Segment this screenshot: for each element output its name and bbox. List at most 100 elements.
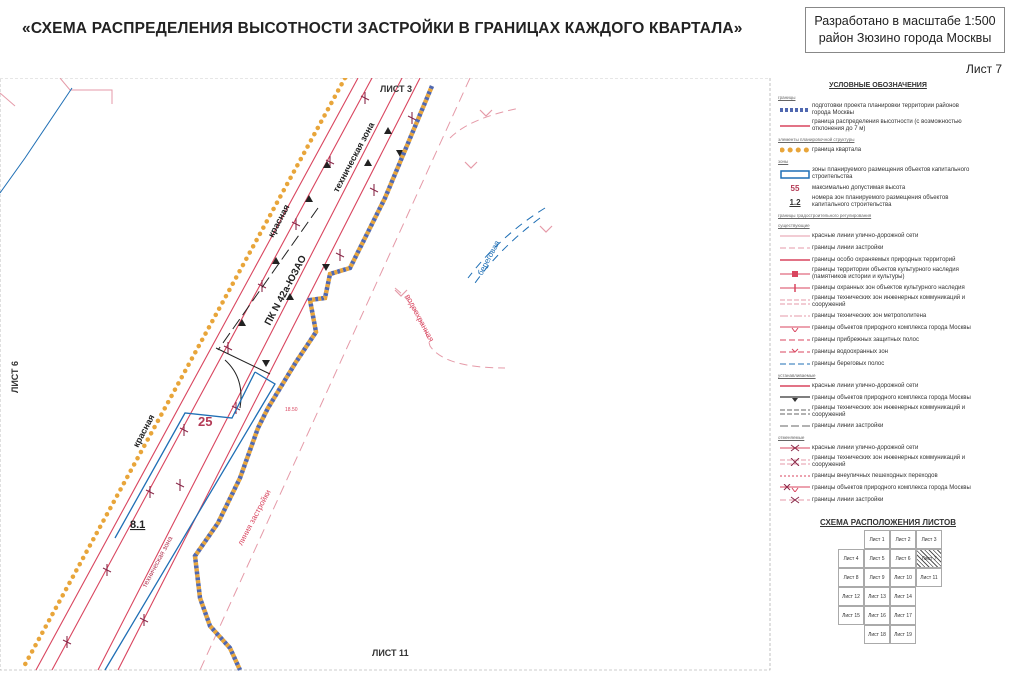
sheet-layout-cell[interactable]: Лист 6 [890,549,916,568]
legend-item: границы водоохранных зон [778,347,978,357]
adjacent-bottom-label: ЛИСТ 11 [372,648,409,658]
legend-item: границы прибрежных защитных полос [780,336,920,343]
map-label-krasnaya-1: красная [131,413,157,449]
map-label-pk: ПК N 42а-ЮЗАО [263,254,309,328]
sheet-layout-cell [838,530,864,549]
red-line-2 [51,78,373,671]
sheet-layout-cell[interactable]: Лист 10 [890,568,916,587]
red-line-3 [97,78,403,671]
water-zone-curve [394,287,506,369]
legend-item: границы технических зон инженерных комму… [780,405,966,418]
legend-item: границы линии застройки [780,244,884,251]
existing-red-line-corner [59,78,113,104]
legend-item: границы технических зон инженерных комму… [778,455,978,469]
legend-item: границы объектов природного комплекса го… [778,393,978,403]
existing-red-line-corner-2 [0,92,16,107]
legend-item: 1.2 номера зон планируемого размещения о… [789,195,949,208]
sheet-layout-cell [916,587,942,606]
legend-section-granitsy: границы [778,95,796,100]
project-boundary [192,85,435,671]
legend-section-kvartal: элементы планировочной структуры [778,137,855,142]
map-label-small-dim: 18.50 [285,407,298,413]
cancel-markers [62,92,417,648]
legend-item: красные линии улично-дорожной сети [780,232,919,239]
adjacent-left-label: ЛИСТ 6 [10,361,20,393]
legend-item: границы линии застройки [778,495,978,505]
legend: УСЛОВНЫЕ ОБОЗНАЧЕНИЯ границы подготовки … [778,82,978,507]
map-label-tech-zone-1: техническая зона [331,120,377,194]
legend-section-sushch: существующие [778,223,810,228]
sheet-layout-cell[interactable]: Лист 14 [890,587,916,606]
project-boundary-orange [192,85,435,671]
legend-item: границы территории объектов культурного … [778,267,978,281]
sheet-layout-cell[interactable]: Лист 2 [890,530,916,549]
tech-zone-triangles [238,127,404,367]
sheet-layout-cell [916,606,942,625]
legend-item: красные линии улично-дорожной сети [778,443,978,453]
quarter-boundary-line [19,78,348,673]
sheet-layout-cell[interactable]: Лист 18 [864,625,890,644]
legend-item: граница распределения высотности (с возм… [780,119,962,132]
sheet-layout-cell[interactable]: Лист 16 [864,606,890,625]
legend-item: границы внеуличных пешеходных переходов [780,472,938,479]
scale-note-line2: район Зюзино города Москвы [818,31,992,45]
sheet-layout-cell[interactable]: Лист 5 [864,549,890,568]
tech-zone-arc [224,359,242,409]
legend-section-ustan: устанавливаемые [778,373,816,378]
sheet-layout-cell[interactable]: Лист 17 [890,606,916,625]
sheet-layout-cell[interactable]: Лист 8 [838,568,864,587]
sheet-layout-cell [916,625,942,644]
zone-boundary [104,371,276,671]
sheet-layout-cell[interactable]: Лист 9 [864,568,890,587]
map-label-liniya: линия застройки [236,488,273,547]
legend-item: границы особо охраняемых природных терри… [780,256,956,263]
legend-title: УСЛОВНЫЕ ОБОЗНАЧЕНИЯ [829,82,927,89]
legend-item: границы береговых полос [780,360,885,367]
legend-item: границы технических зон инженерных комму… [780,295,966,308]
sheet-label: Лист 7 [966,62,1003,76]
sheet-layout-cell [838,625,864,644]
map-frame [0,78,771,671]
sheet-layout-cell[interactable]: Лист 13 [864,587,890,606]
tech-zone-dashed-1 [217,207,319,351]
legend-item: границы объектов природного комплекса го… [778,483,978,493]
pink-v-marker [394,109,553,297]
legend-section-otmen: отменяемые [778,435,805,440]
map-label-zone-number: 8.1 [130,519,145,531]
legend-item: зоны планируемого размещения объектов ка… [778,167,978,181]
sheet-layout-cell[interactable]: Лист 1 [864,530,890,549]
tech-zone-tick [215,347,271,375]
sheet-layout-cell[interactable]: Лист 11 [916,568,942,587]
map-label-height: 25 [198,414,212,429]
legend-item: 55 максимально допустимая высота [790,183,906,193]
sheet-layout-cell[interactable]: Лист 15 [838,606,864,625]
scale-note-line1: Разработано в масштабе 1:500 [814,14,996,28]
legend-section-zony: зоны [778,159,789,164]
water-zone-curve-2 [449,107,521,139]
sheet-layout-cell[interactable]: Лист 19 [890,625,916,644]
page-title: «СХЕМА РАСПРЕДЕЛЕНИЯ ВЫСОТНОСТИ ЗАСТРОЙК… [22,20,743,37]
sheet-layout-cell[interactable]: Лист 12 [838,587,864,606]
sheet-layout-cell[interactable]: Лист 3 [916,530,942,549]
legend-item: красные линии улично-дорожной сети [780,382,919,389]
map-drawing[interactable]: ЛИСТ 3 ЛИСТ 11 ЛИСТ 6 красная красная те… [0,78,775,673]
legend-item: границы охранных зон объектов культурног… [780,284,965,292]
sheet-layout-title: СХЕМА РАСПОЛОЖЕНИЯ ЛИСТОВ [820,518,956,527]
legend-item: границы линии застройки [780,422,884,429]
adjacent-top-label: ЛИСТ 3 [380,84,412,94]
legend-section-ogranich: границы градостроительного регулирования [778,213,872,218]
sheet-layout-cell[interactable]: Лист 7 [916,549,942,568]
bank-line-curve [474,217,541,284]
blue-line-top-left [0,87,73,194]
sheet-layout-cell[interactable]: Лист 4 [838,549,864,568]
legend-item: границы объектов природного комплекса го… [778,323,978,333]
scale-note-box: Разработано в масштабе 1:500 район Зюзин… [805,7,1005,53]
map-label-vodookhrannaya: водоохранная [403,293,436,344]
